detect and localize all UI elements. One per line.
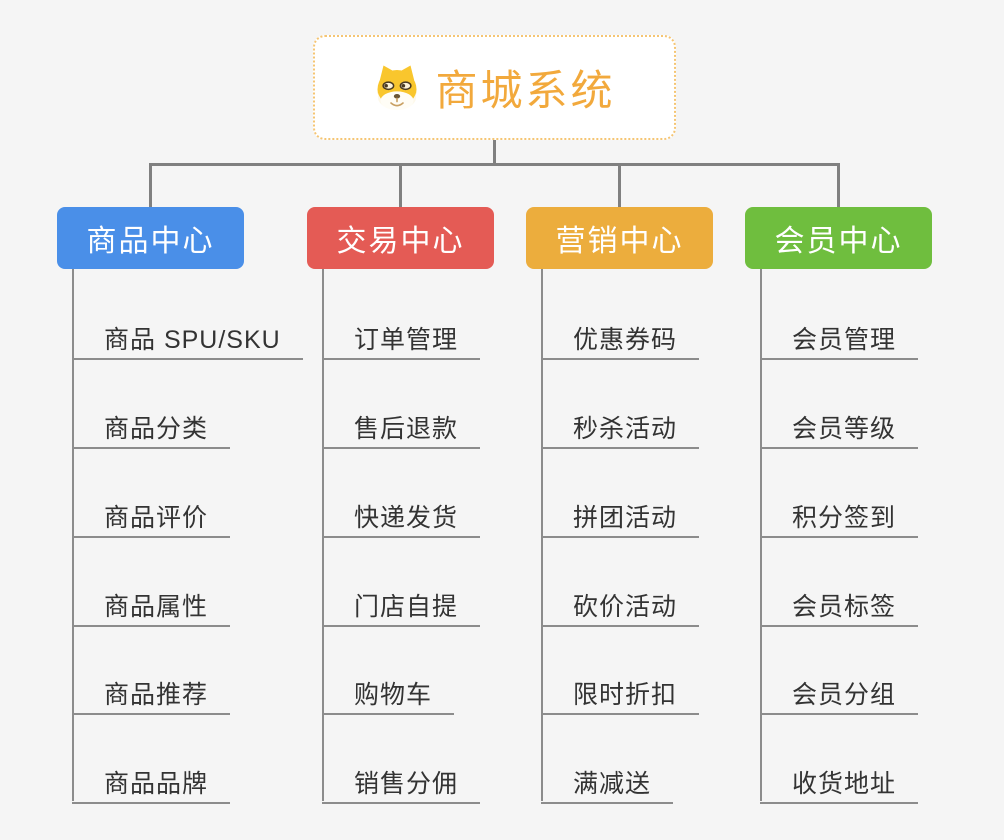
- connector-column-2: [322, 269, 324, 801]
- leaf-node[interactable]: 限时折扣: [541, 666, 700, 715]
- leaf-node[interactable]: 商品评价: [72, 489, 231, 538]
- leaf-node[interactable]: 拼团活动: [541, 489, 700, 538]
- leaf-node[interactable]: 商品分类: [72, 400, 231, 449]
- leaf-node[interactable]: 商品属性: [72, 578, 231, 627]
- connector-column-3: [541, 269, 543, 801]
- connector-drop-1: [149, 163, 152, 207]
- leaf-node[interactable]: 收货地址: [760, 755, 919, 804]
- leaf-node[interactable]: 商品推荐: [72, 666, 231, 715]
- leaf-node[interactable]: 会员等级: [760, 400, 919, 449]
- root-node[interactable]: 商城系统: [313, 35, 676, 140]
- leaf-node[interactable]: 商品 SPU/SKU: [72, 311, 303, 360]
- leaf-node[interactable]: 会员分组: [760, 666, 919, 715]
- leaf-node[interactable]: 门店自提: [322, 578, 481, 627]
- branch-node-marketing-center[interactable]: 营销中心: [526, 207, 713, 269]
- leaf-node[interactable]: 优惠券码: [541, 311, 700, 360]
- branch-node-product-center[interactable]: 商品中心: [57, 207, 244, 269]
- leaf-node[interactable]: 会员标签: [760, 578, 919, 627]
- connector-drop-2: [399, 163, 402, 207]
- leaf-node[interactable]: 快递发货: [322, 489, 481, 538]
- connector-column-4: [760, 269, 762, 801]
- connector-root-stem: [493, 140, 496, 164]
- leaf-node[interactable]: 满减送: [541, 755, 674, 804]
- root-title: 商城系统: [435, 67, 616, 114]
- leaf-node[interactable]: 商品品牌: [72, 755, 231, 804]
- connector-drop-3: [618, 163, 621, 207]
- leaf-node[interactable]: 秒杀活动: [541, 400, 700, 449]
- shiba-dog-icon: [377, 65, 417, 110]
- connector-column-1: [72, 269, 74, 801]
- connector-rail: [149, 163, 840, 166]
- leaf-node[interactable]: 积分签到: [760, 489, 919, 538]
- leaf-node[interactable]: 购物车: [322, 666, 455, 715]
- leaf-node[interactable]: 会员管理: [760, 311, 919, 360]
- leaf-node[interactable]: 订单管理: [322, 311, 481, 360]
- connector-drop-4: [837, 163, 840, 207]
- branch-node-trade-center[interactable]: 交易中心: [307, 207, 494, 269]
- branch-node-member-center[interactable]: 会员中心: [745, 207, 932, 269]
- leaf-node[interactable]: 售后退款: [322, 400, 481, 449]
- leaf-node[interactable]: 销售分佣: [322, 755, 481, 804]
- leaf-node[interactable]: 砍价活动: [541, 578, 700, 627]
